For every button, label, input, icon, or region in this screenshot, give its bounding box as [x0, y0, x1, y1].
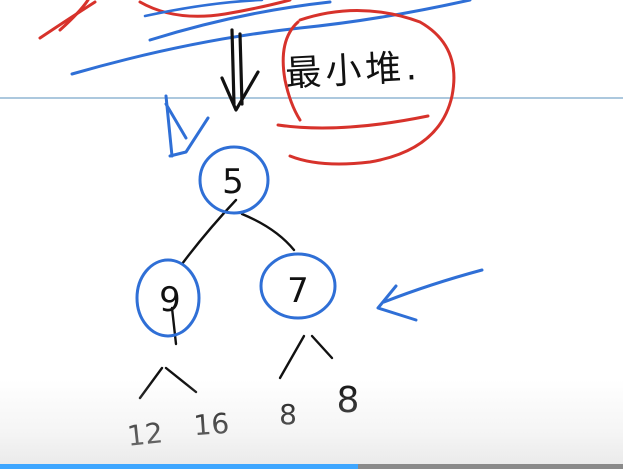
node-right-circle: [259, 252, 337, 320]
edge-left-right: [164, 366, 198, 394]
edge-left-stem: [170, 306, 178, 346]
red-scribble-top-left: [38, 0, 97, 40]
edge-right-left: [278, 334, 306, 380]
video-progress-bar[interactable]: [0, 464, 623, 469]
double-down-arrow-icon: [220, 28, 260, 112]
red-underline: [276, 114, 430, 130]
leaf-left-right-value: 16: [192, 407, 230, 442]
node-left-circle: [135, 258, 201, 338]
blue-down-arrow-icon: [164, 94, 210, 158]
red-scribble-top-left-2: [58, 0, 90, 32]
min-heap-label: 最小堆.: [284, 47, 421, 95]
blue-stroke-short: [148, 0, 332, 42]
red-oval-annotation: [288, 9, 456, 166]
blue-stroke-long: [70, 0, 472, 76]
node-right-value: 7: [287, 271, 309, 311]
leaf-right-right-value: 8: [337, 380, 360, 421]
node-left-value: 9: [159, 280, 181, 320]
red-oval-left-side: [281, 20, 302, 122]
video-progress-played: [0, 464, 359, 469]
edge-right-right: [310, 334, 334, 360]
node-root-value: 5: [222, 162, 244, 202]
leaf-left-left-value: 12: [126, 416, 165, 453]
red-scribble-top-center: [138, 0, 292, 18]
blue-left-arrow-icon: [376, 268, 484, 322]
edge-left-left: [138, 366, 164, 400]
blue-stroke-top: [143, 0, 264, 18]
edge-root-right: [240, 212, 296, 252]
edge-root-left: [180, 198, 238, 266]
leaf-right-left-value: 8: [279, 398, 297, 431]
node-root-circle: [198, 145, 270, 215]
